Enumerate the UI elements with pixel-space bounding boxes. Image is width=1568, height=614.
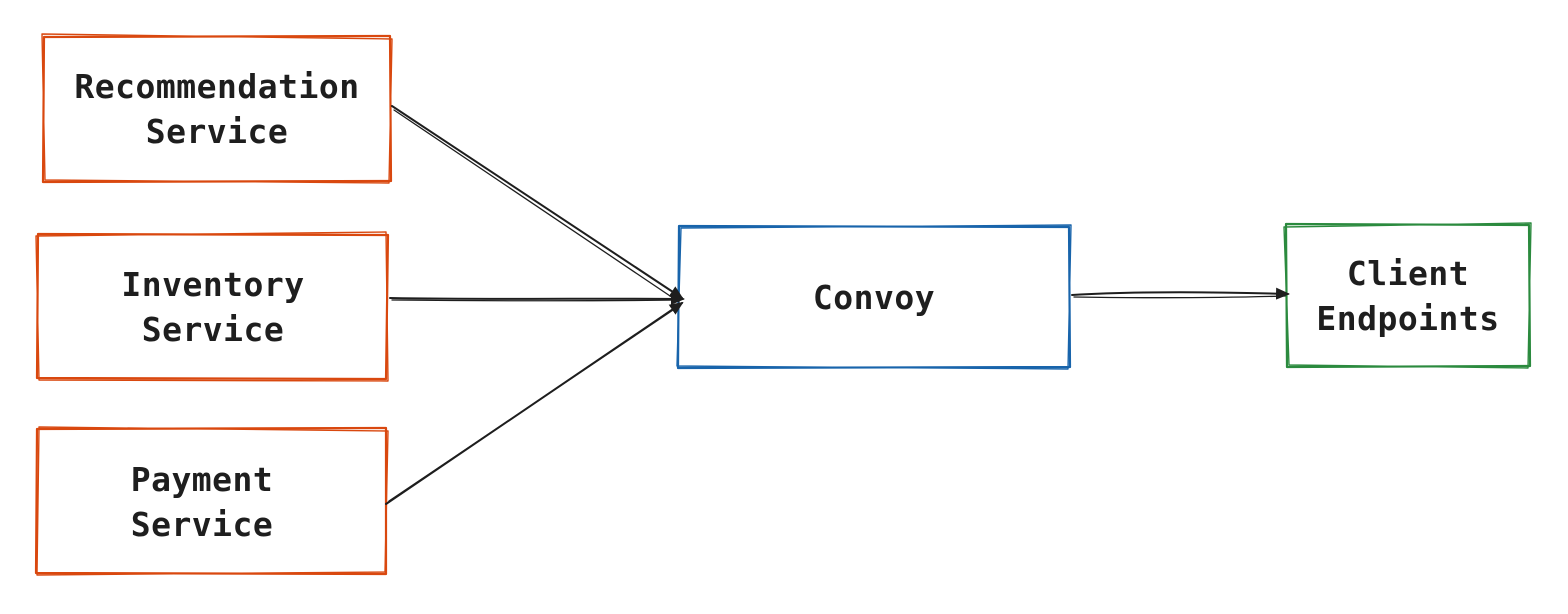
arrow-payment-to-convoy <box>385 301 684 505</box>
recommendation-service-box <box>41 33 393 184</box>
arrow-inventory-to-convoy <box>389 292 685 305</box>
convoy-box <box>676 224 1072 370</box>
arrow-convoy-to-client <box>1071 287 1290 300</box>
client-endpoints-box <box>1283 222 1532 369</box>
inventory-service-box <box>35 231 390 382</box>
payment-service-box <box>34 426 389 576</box>
arrow-recommendation-to-convoy <box>391 105 684 303</box>
